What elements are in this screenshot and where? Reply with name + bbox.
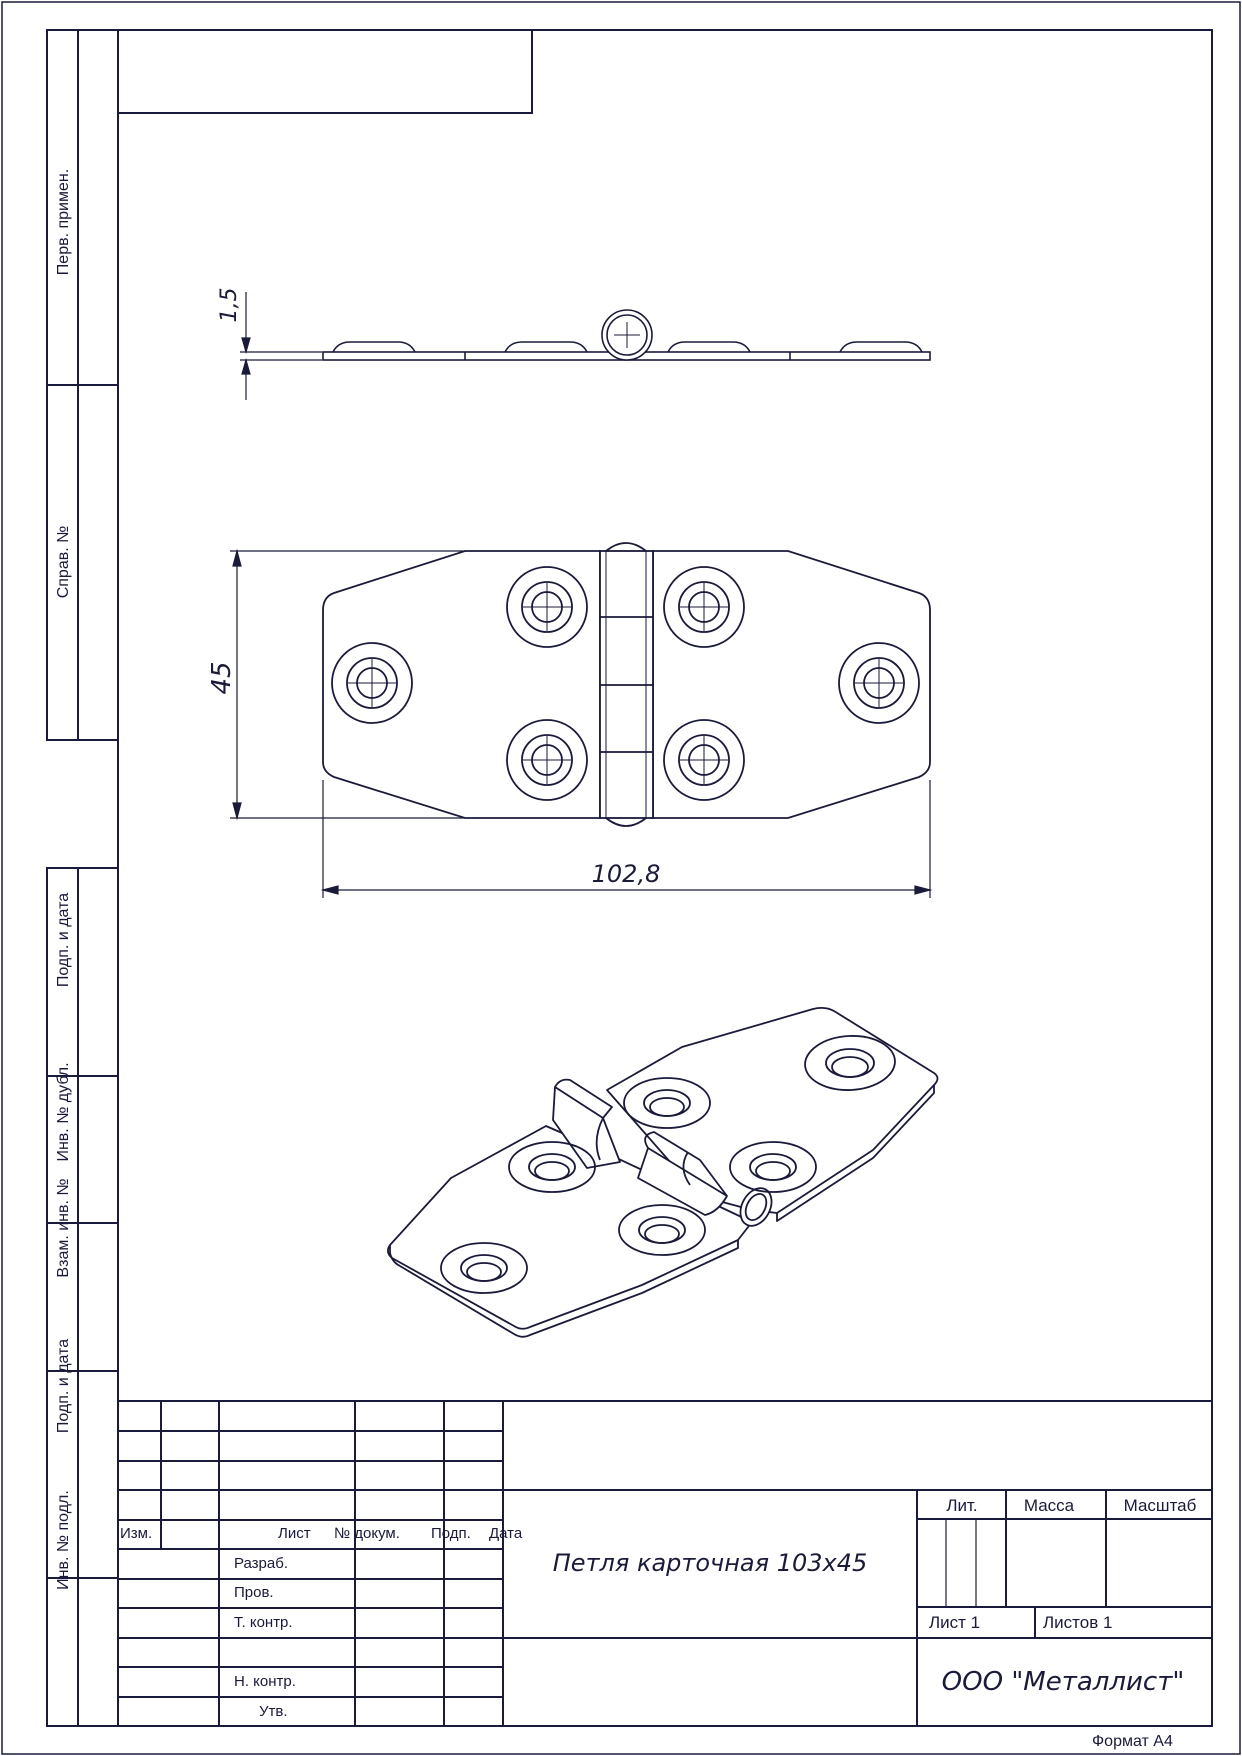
lit-label: Лит. xyxy=(946,1496,977,1515)
top-left-stamp-box xyxy=(117,29,533,114)
sheet-number: Лист 1 xyxy=(929,1613,980,1632)
data-label: Дата xyxy=(489,1525,523,1542)
massa-label: Масса xyxy=(1024,1496,1075,1515)
inv-podl-label: Инв. № подл. xyxy=(55,1490,72,1590)
iso-hole-2 xyxy=(623,1077,711,1129)
height-dimension-text: 45 xyxy=(207,661,237,694)
side-view xyxy=(322,309,931,361)
hole-right-end xyxy=(838,642,920,724)
height-dimension xyxy=(230,548,465,821)
title-block-grid xyxy=(118,1400,1212,1726)
format-label: Формат А4 xyxy=(1092,1733,1173,1750)
hole-right-bottom xyxy=(663,719,745,801)
front-view-holes xyxy=(331,566,920,801)
iso-hole-6 xyxy=(440,1242,528,1294)
podp-data-label-1: Подп. и дата xyxy=(55,893,72,987)
sprav-no-label: Справ. № xyxy=(55,526,72,599)
iso-hole-5 xyxy=(618,1204,706,1256)
iso-holes xyxy=(440,1035,896,1294)
podp-label: Подп. xyxy=(431,1525,471,1542)
inv-dubl-label: Инв. № дубл. xyxy=(55,1062,72,1161)
front-view xyxy=(322,542,931,827)
vzam-inv-label: Взам. инв. № xyxy=(55,1178,72,1277)
isometric-view xyxy=(387,1006,939,1338)
company-name: ООО "Металлист" xyxy=(942,1667,1185,1697)
podp-data-label-2: Подп. и дата xyxy=(55,1339,72,1433)
izm-label: Изм. xyxy=(120,1525,152,1542)
prov-label: Пров. xyxy=(234,1584,274,1601)
masshtab-label: Масштаб xyxy=(1124,1496,1197,1515)
drawing-frame xyxy=(117,29,1213,1727)
part-name: Петля карточная 103х45 xyxy=(553,1549,868,1577)
no-dokum-label: № докум. xyxy=(334,1525,400,1542)
iso-hole-3 xyxy=(729,1141,817,1193)
iso-hole-1 xyxy=(804,1035,896,1091)
t-kontr-label: Т. контр. xyxy=(234,1614,293,1631)
hole-left-end xyxy=(331,642,413,724)
thickness-dimension xyxy=(240,292,322,400)
left-strip-top xyxy=(46,29,119,741)
perv-primen-label: Перв. примен. xyxy=(55,169,72,275)
hole-right-top xyxy=(663,566,745,648)
left-strip-bottom xyxy=(46,867,119,1727)
sheets-count: Листов 1 xyxy=(1043,1613,1112,1632)
length-dimension xyxy=(320,780,933,898)
razrab-label: Разраб. xyxy=(234,1555,288,1572)
length-dimension-text: 102,8 xyxy=(592,860,661,888)
n-kontr-label: Н. контр. xyxy=(234,1673,296,1690)
hole-left-top xyxy=(506,566,588,648)
utv-label: Утв. xyxy=(259,1703,288,1720)
list-label: Лист xyxy=(278,1525,311,1542)
iso-hole-4 xyxy=(508,1141,596,1193)
hole-left-bottom xyxy=(506,719,588,801)
thickness-dimension-text: 1,5 xyxy=(217,288,242,323)
